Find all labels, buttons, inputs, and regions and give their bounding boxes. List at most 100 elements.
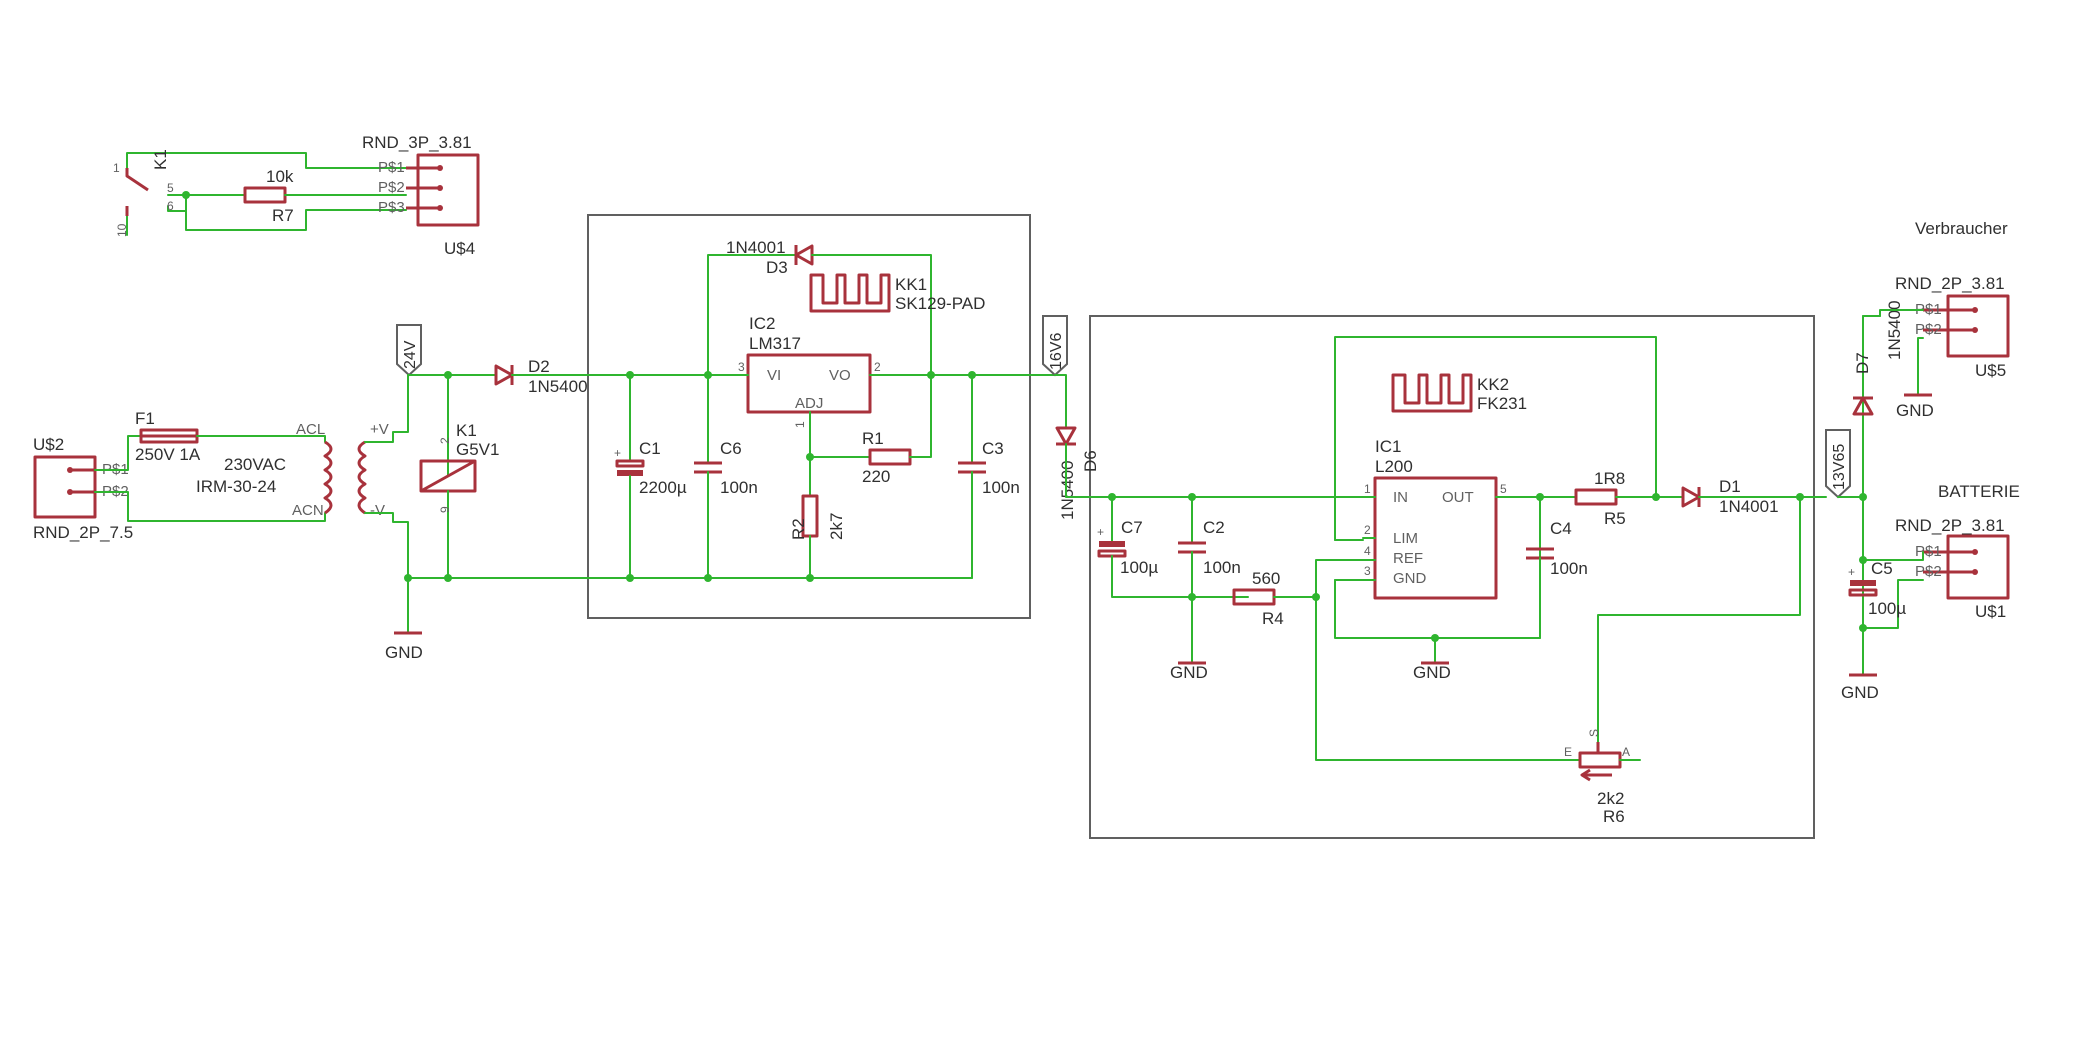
c3-name: C3 bbox=[982, 439, 1004, 458]
ic1-pin3-label: 3 bbox=[1364, 564, 1371, 578]
d2-name: D2 bbox=[528, 357, 550, 376]
wire-k1-u4-p3 bbox=[185, 194, 407, 231]
diode-d1: D1 1N4001 bbox=[1681, 477, 1779, 516]
r6-pin-e: E bbox=[1564, 745, 1572, 759]
ic1-pin2-label: 2 bbox=[1364, 523, 1371, 537]
c6-value: 100n bbox=[720, 478, 758, 497]
u5-value: RND_2P_3.81 bbox=[1895, 274, 2005, 293]
net-24v-text: 24V bbox=[402, 340, 419, 369]
wire-u1-p1 bbox=[1862, 551, 1924, 561]
resistor-r1: R1 220 bbox=[862, 429, 912, 486]
d6-value: 1N5400 bbox=[1058, 460, 1077, 520]
r1-value: 220 bbox=[862, 467, 890, 486]
r7-name: R7 bbox=[272, 206, 294, 225]
connector-u1: P$1 P$2 RND_2P_3.81 U$1 bbox=[1895, 516, 2010, 621]
gnd-left-label: GND bbox=[385, 643, 423, 662]
gnd-symbol-ic1: GND bbox=[1413, 661, 1451, 682]
u4-value: RND_3P_3.81 bbox=[362, 133, 472, 152]
diode-d2: D2 1N5400 bbox=[494, 357, 588, 396]
d3-value: 1N4001 bbox=[726, 238, 786, 257]
u4-pin2-label: P$2 bbox=[378, 179, 405, 196]
gnd-symbol-u5: GND bbox=[1896, 393, 1934, 420]
ic2-pin1-label: 1 bbox=[793, 421, 807, 428]
psu-value2: IRM-30-24 bbox=[196, 477, 276, 496]
c5-value: 100µ bbox=[1868, 599, 1906, 618]
ic1-pin4-label: 4 bbox=[1364, 544, 1371, 558]
ic1-gnd-label: GND bbox=[1393, 570, 1427, 587]
u2-value: RND_2P_7.5 bbox=[33, 523, 133, 542]
diode-d7: D7 1N5400 bbox=[1852, 300, 1904, 416]
wire-psu-pos bbox=[364, 374, 409, 443]
u4-pin3-label: P$3 bbox=[378, 199, 405, 216]
ic2-vi-label: VI bbox=[767, 367, 781, 384]
u5-caption: Verbraucher bbox=[1915, 219, 2008, 238]
coil-pin9-label: 9 bbox=[438, 506, 452, 513]
ic1-value: L200 bbox=[1375, 457, 1413, 476]
net-label-24v: 24V bbox=[396, 324, 422, 377]
psu-acn-label: ACN bbox=[292, 502, 324, 519]
d7-value: 1N5400 bbox=[1885, 300, 1904, 360]
capacitor-c3: C3 100n bbox=[958, 374, 1020, 579]
capacitor-c4: C4 100n bbox=[1526, 496, 1588, 639]
d1-name: D1 bbox=[1719, 477, 1741, 496]
gnd-c2-label: GND bbox=[1170, 663, 1208, 682]
wire-u2-f1 bbox=[94, 435, 142, 471]
u1-pin1-label: P$1 bbox=[1915, 543, 1942, 560]
ic1-name: IC1 bbox=[1375, 437, 1401, 456]
net-16v6-text: 16V6 bbox=[1048, 333, 1065, 370]
d7-name: D7 bbox=[1853, 352, 1872, 374]
resistor-r2: R2 2k7 bbox=[789, 494, 846, 540]
u5-name: U$5 bbox=[1975, 361, 2006, 380]
k1-pin1-label: 1 bbox=[113, 161, 120, 175]
r2-value: 2k7 bbox=[827, 513, 846, 540]
r5-name: R5 bbox=[1604, 509, 1626, 528]
wire-r1-out bbox=[909, 374, 932, 458]
coil-name: K1 bbox=[456, 421, 477, 440]
u1-pin2-label: P$2 bbox=[1915, 563, 1942, 580]
resistor-r7: 10k R7 bbox=[243, 167, 407, 225]
kk1-name: KK1 bbox=[895, 275, 927, 294]
wire-u5-p1 bbox=[1879, 309, 1924, 317]
c2-value: 100n bbox=[1203, 558, 1241, 577]
heatsink-kk2: KK2 FK231 bbox=[1391, 373, 1527, 413]
svg-text:+: + bbox=[614, 446, 621, 460]
psu-pos-label: +V bbox=[370, 421, 389, 438]
resistor-r5: 1R8 R5 bbox=[1574, 469, 1626, 528]
gnd-c5-label: GND bbox=[1841, 683, 1879, 702]
c3-value: 100n bbox=[982, 478, 1020, 497]
coil-pin2-label: 2 bbox=[438, 437, 452, 444]
wire-psu-neg bbox=[364, 512, 409, 579]
r6-value: 2k2 bbox=[1597, 789, 1624, 808]
u1-caption: BATTERIE bbox=[1938, 482, 2020, 501]
ic2-pin2-label: 2 bbox=[874, 360, 881, 374]
k1-pin10-label: 10 bbox=[115, 223, 129, 237]
gnd-ic1-label: GND bbox=[1413, 663, 1451, 682]
ic2-lm317: IC2 LM317 VI VO ADJ 3 2 1 bbox=[738, 314, 881, 428]
gnd-u5-label: GND bbox=[1896, 401, 1934, 420]
u4-pin1-label: P$1 bbox=[378, 159, 405, 176]
d2-value: 1N5400 bbox=[528, 377, 588, 396]
relay-contact-k1: 1 5 6 10 K1 bbox=[113, 149, 407, 237]
potentiometer-r6: E S A 2k2 R6 bbox=[1564, 729, 1641, 826]
r1-name: R1 bbox=[862, 429, 884, 448]
r7-value: 10k bbox=[266, 167, 294, 186]
ic1-pin5-label: 5 bbox=[1500, 482, 1507, 496]
connector-u5: P$1 P$2 RND_2P_3.81 U$5 bbox=[1895, 274, 2010, 380]
svg-text:+: + bbox=[1848, 565, 1855, 579]
fuse-f1: F1 250V 1A bbox=[135, 409, 201, 464]
diode-d3: 1N4001 D3 bbox=[726, 238, 814, 277]
gnd-symbol-c2: GND bbox=[1170, 661, 1208, 682]
r4-name: R4 bbox=[1262, 609, 1284, 628]
c7-value: 100µ bbox=[1120, 558, 1158, 577]
wire-r4-ref bbox=[1273, 559, 1364, 598]
wire-d1-r6 bbox=[1597, 496, 1801, 743]
psu-acl-label: ACL bbox=[296, 421, 325, 438]
d1-value: 1N4001 bbox=[1719, 497, 1779, 516]
net-13v65-text: 13V65 bbox=[1831, 444, 1848, 490]
wire-r4-r6 bbox=[1315, 596, 1577, 761]
c1-name: C1 bbox=[639, 439, 661, 458]
ic1-lim-label: LIM bbox=[1393, 530, 1418, 547]
u4-name: U$4 bbox=[444, 239, 475, 258]
connector-u2: P$1 P$2 U$2 RND_2P_7.5 bbox=[33, 435, 133, 542]
